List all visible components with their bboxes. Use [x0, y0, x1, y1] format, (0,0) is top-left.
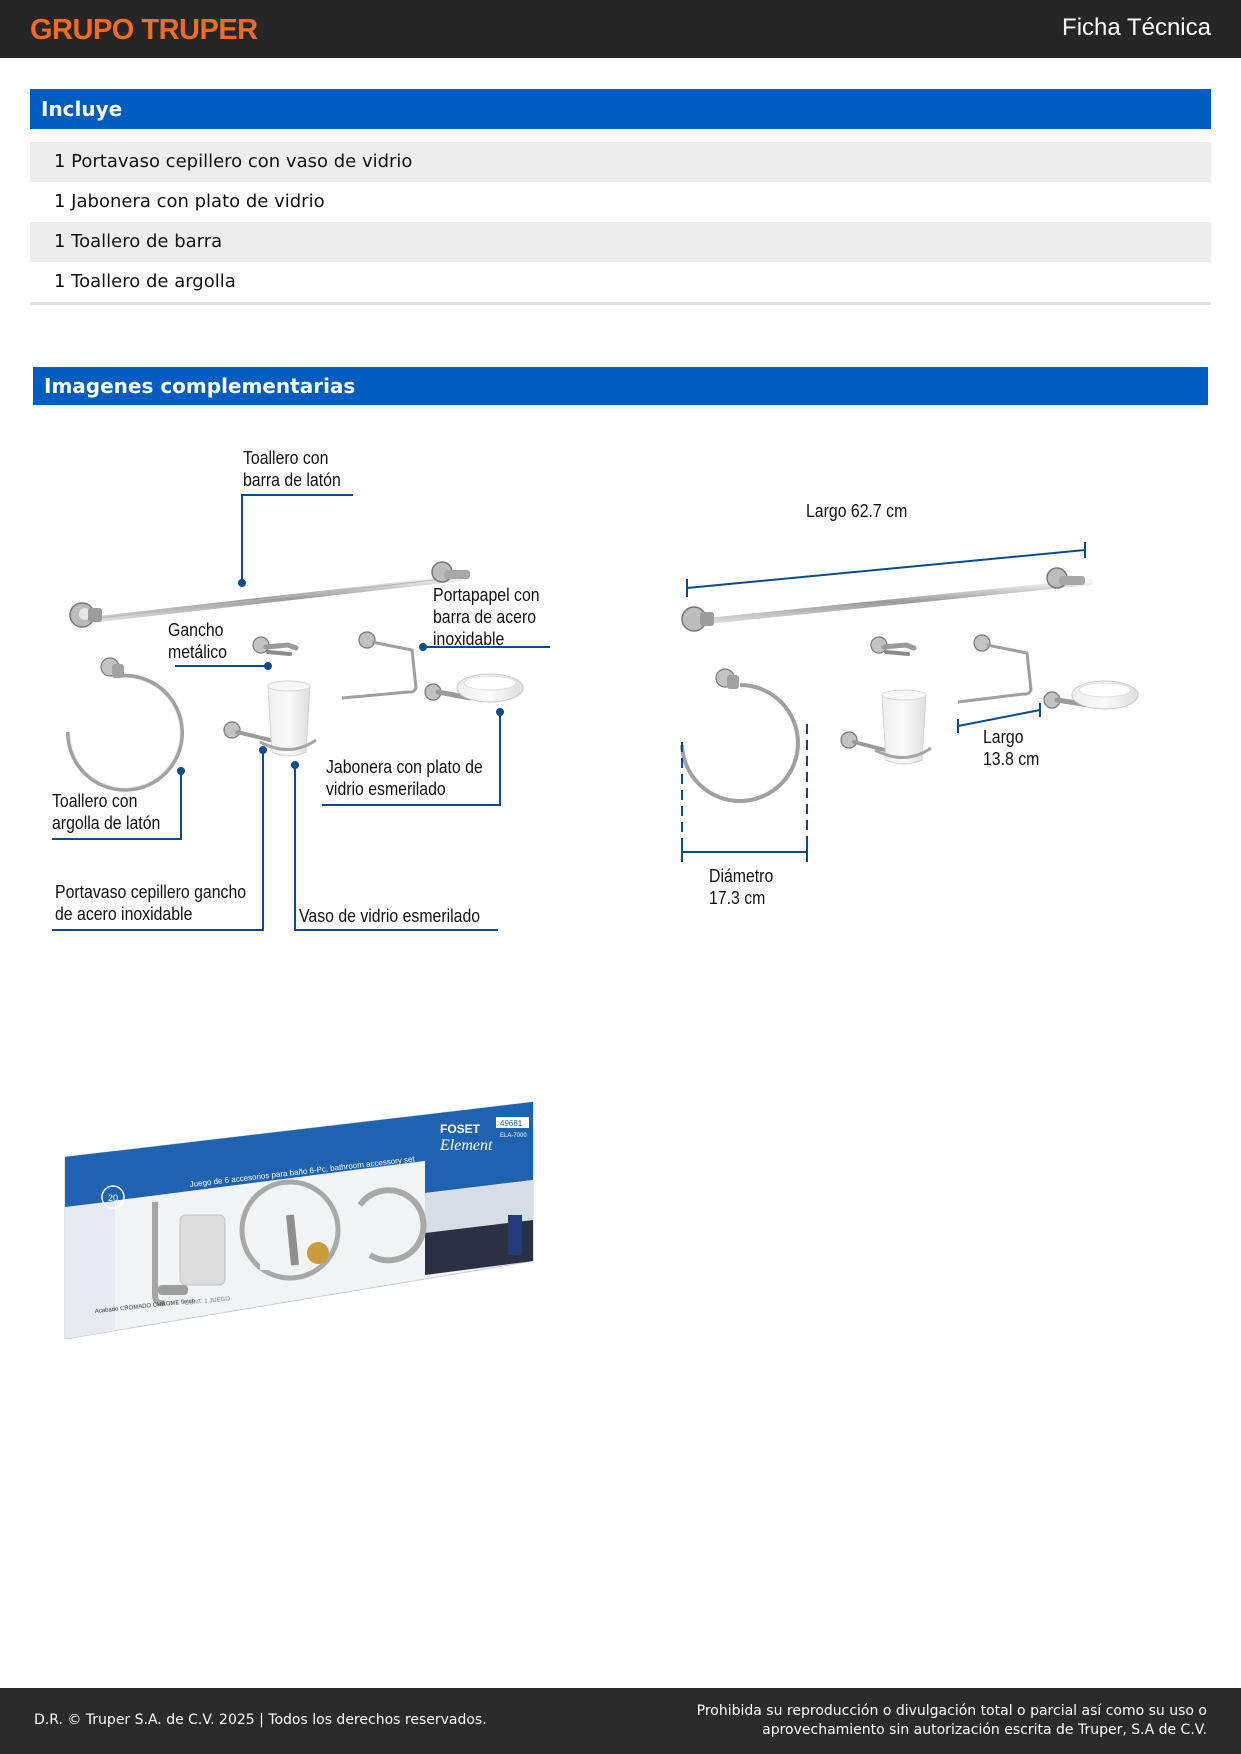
soap-dish-callout: Jabonera con plato de vidrio esmerilado [326, 757, 483, 799]
hook-callout: Gancho metálico [168, 620, 227, 662]
hook-illustration [252, 636, 299, 656]
tumbler-illustration [223, 680, 317, 757]
package-photo: Juego de 6 accesorios para baño 6-Pc. ba… [60, 1095, 540, 1345]
callout-dots [177, 579, 504, 775]
list-divider [30, 302, 1211, 305]
paper-length-label: Largo 13.8 cm [983, 727, 1040, 769]
tumbler-holder-callout: Portavaso cepillero gancho de acero inox… [55, 882, 247, 924]
package-model: ELA-7000 [500, 1133, 527, 1139]
paper-holder-callout: Portapapel con barra de acero inoxidable [433, 585, 540, 649]
package-code: 49681 [500, 1119, 523, 1128]
towel-ring-callout: Toallero con argolla de latón [52, 791, 161, 833]
truper-logo: GRUPO TRUPER [30, 14, 258, 46]
images-title: Imagenes complementarias [44, 374, 356, 398]
dim-towel-ring-illustration [680, 668, 800, 803]
list-item-text: 1 Jabonera con plato de vidrio [54, 191, 325, 212]
ring-diameter-label: Diámetro 17.3 cm [709, 866, 774, 908]
ring-diameter-dimension [681, 724, 808, 862]
list-item: 1 Portavaso cepillero con vaso de vidrio [30, 142, 1211, 182]
includes-section-header: Incluye [30, 89, 1211, 129]
towel-ring-illustration [65, 657, 184, 792]
dim-towel-bar-illustration [681, 567, 1093, 632]
package-illustration: Juego de 6 accesorios para baño 6-Pc. ba… [64, 1101, 534, 1340]
warranty-badge: 20 [108, 1193, 118, 1203]
list-item-text: 1 Portavaso cepillero con vaso de vidrio [54, 151, 413, 172]
dim-paper-holder-illustration [957, 634, 1033, 704]
page-footer: D.R. © Truper S.A. de C.V. 2025 | Todos … [0, 1688, 1241, 1754]
list-item: 1 Jabonera con plato de vidrio [30, 182, 1211, 222]
list-item: 1 Toallero de barra [30, 222, 1211, 262]
includes-title: Incluye [41, 97, 123, 121]
package-content: CONT. 1 JUEGO [185, 1296, 231, 1307]
copyright-notice: D.R. © Truper S.A. de C.V. 2025 | Todos … [34, 1712, 487, 1728]
includes-list: 1 Portavaso cepillero con vaso de vidrio… [30, 142, 1211, 305]
glass-callout: Vaso de vidrio esmerilado [299, 906, 481, 926]
bar-length-label: Largo 62.7 cm [806, 501, 908, 521]
towel-bar-illustration [69, 561, 470, 628]
images-section-header: Imagenes complementarias [33, 367, 1208, 405]
list-item-text: 1 Toallero de argolla [54, 271, 236, 292]
dimensions-illustration [680, 542, 1139, 862]
list-item: 1 Toallero de argolla [30, 262, 1211, 302]
parts-illustration [52, 494, 550, 931]
dim-tumbler-illustration [840, 689, 932, 765]
page-header: GRUPO TRUPER Ficha Técnica [0, 0, 1241, 58]
parts-diagram: Toallero con barra de latón Gancho metál… [40, 440, 580, 940]
package-line: Element [439, 1137, 493, 1154]
legal-notice: Prohibida su reproducción o divulgación … [696, 1703, 1207, 1738]
paper-holder-illustration [341, 631, 418, 700]
callout-leaders [52, 494, 550, 931]
document-title: Ficha Técnica [1062, 14, 1211, 41]
dim-hook-illustration [870, 636, 917, 656]
soap-dish-illustration [424, 673, 524, 703]
package-brand: FOSET [440, 1122, 481, 1136]
list-item-text: 1 Toallero de barra [54, 231, 223, 252]
dimensions-diagram: Largo 62.7 cm Largo 13.8 cm Diámetro 17.… [670, 490, 1170, 930]
dim-soap-dish-illustration [1043, 680, 1139, 710]
bar-length-dimension [686, 542, 1086, 597]
towel-bar-callout: Toallero con barra de latón [243, 448, 341, 490]
paper-length-dimension [957, 703, 1041, 733]
